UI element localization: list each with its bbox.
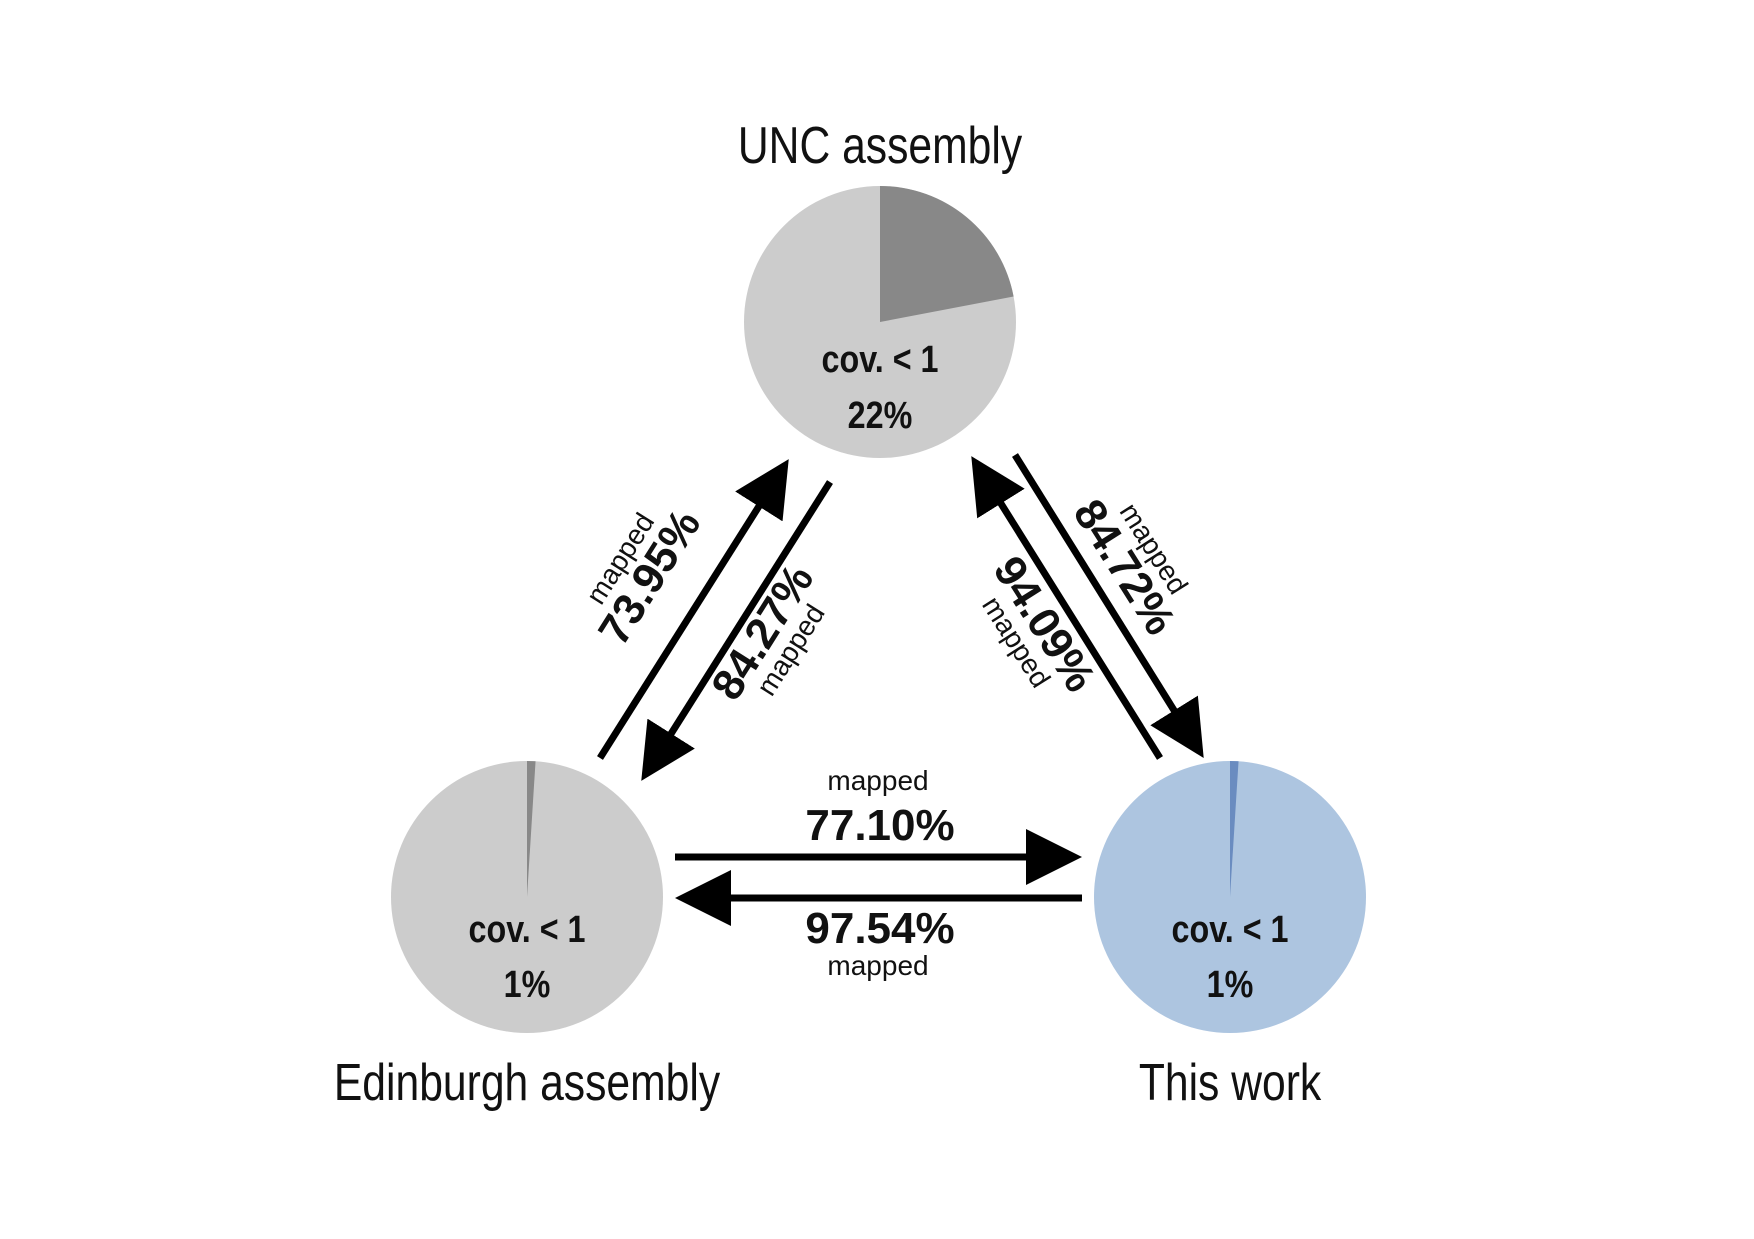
arrow-unc-to-this-work [1012,453,1204,758]
edge-value-this-work-to-edinburgh: 97.54% [805,904,954,953]
pie-value-unc: 22% [848,395,913,437]
pie-label-this-work: cov. < 1 [1172,909,1289,951]
arrow-this-work-to-unc [971,456,1163,760]
pie-edinburgh-slice [527,761,536,897]
pie-label-edinburgh: cov. < 1 [469,909,586,951]
pie-unc-slice [880,186,1014,322]
edge-value-edinburgh-to-this-work: 77.10% [805,801,954,850]
arrow-edinburgh-to-unc [597,459,789,760]
edge-edinburgh-to-this-work: mapped 77.10% [675,765,1082,885]
edge-caption-this-work-to-edinburgh: mapped [827,950,928,981]
pie-label-unc: cov. < 1 [822,339,939,381]
node-edinburgh: cov. < 1 1% Edinburgh assembly [334,761,721,1112]
pie-this-work-slice [1230,761,1239,897]
node-title-edinburgh: Edinburgh assembly [334,1054,721,1112]
pie-value-edinburgh: 1% [504,964,551,1006]
edge-this-work-to-edinburgh: 97.54% mapped [675,870,1082,981]
node-unc: UNC assembly cov. < 1 22% [738,117,1023,458]
node-title-unc: UNC assembly [738,117,1023,175]
pie-value-this-work: 1% [1207,964,1254,1006]
node-title-this-work: This work [1139,1054,1322,1112]
node-this-work: cov. < 1 1% This work [1094,761,1366,1112]
arrow-unc-to-edinburgh [641,480,833,781]
edge-caption-edinburgh-to-this-work: mapped [827,765,928,796]
